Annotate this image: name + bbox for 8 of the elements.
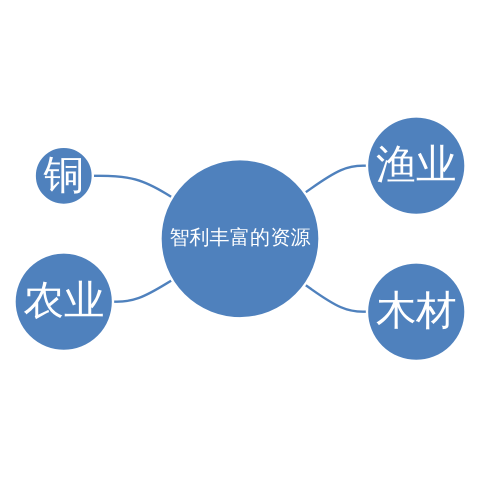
connector — [92, 174, 173, 198]
node-circle: 木材 — [366, 261, 467, 362]
connector — [304, 164, 367, 194]
node-circle: 智利丰富的资源 — [159, 158, 321, 320]
connector — [304, 283, 367, 313]
node-circle: 渔业 — [366, 115, 467, 216]
connector — [113, 278, 173, 303]
node-circle: 农业 — [13, 250, 114, 352]
